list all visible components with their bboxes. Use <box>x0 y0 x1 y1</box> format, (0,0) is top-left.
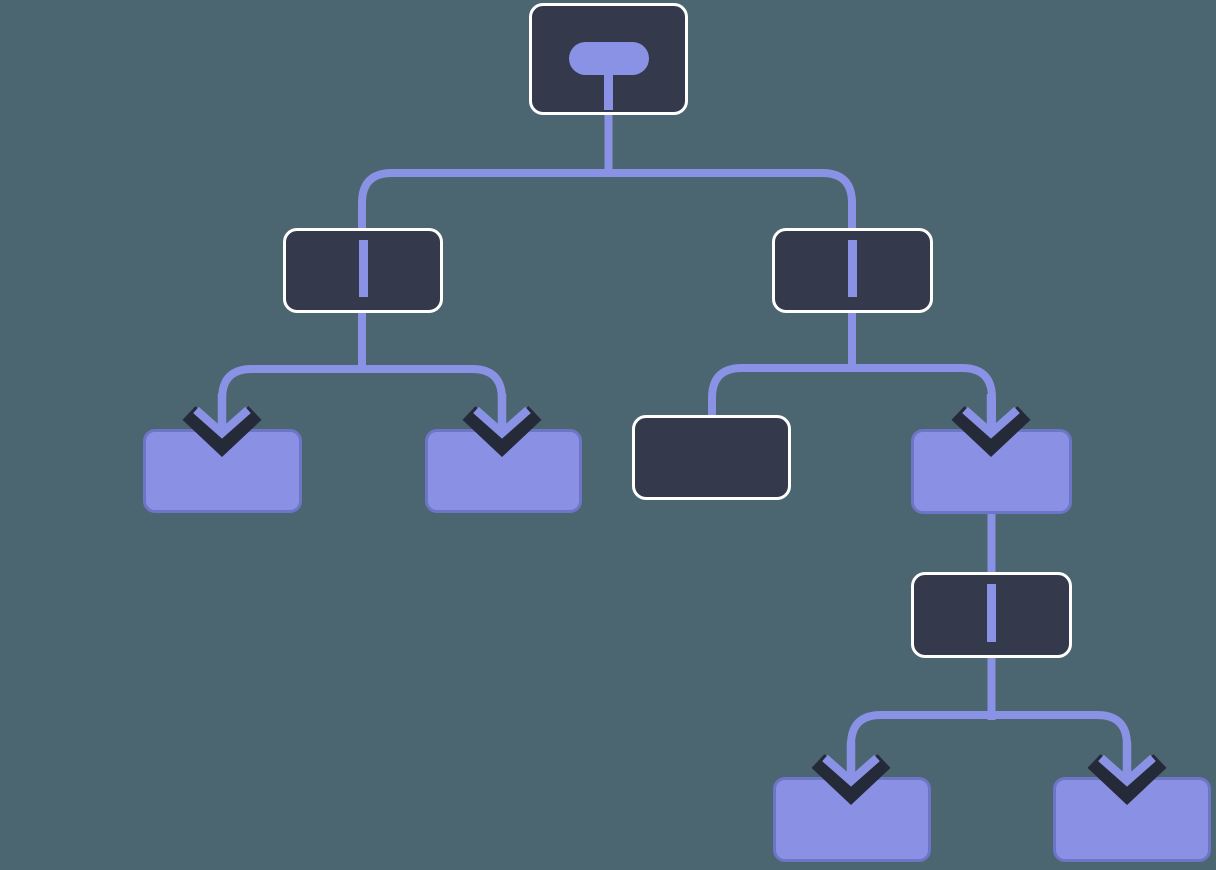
vertical-line-icon <box>987 584 996 642</box>
chevron-arrow-icon <box>182 394 262 458</box>
pill-stem-icon <box>604 66 613 110</box>
vertical-line-icon <box>848 240 857 297</box>
chevron-arrow-icon <box>1087 742 1167 806</box>
chevron-arrow-icon <box>811 742 891 806</box>
connector-level1-tee <box>358 169 856 235</box>
connector-left-tee <box>218 365 506 432</box>
chevron-arrow-icon <box>951 394 1031 458</box>
connector-lower-tee <box>847 711 1131 780</box>
branch-lower-node[interactable] <box>911 572 1072 658</box>
branch-right-node[interactable] <box>772 228 933 313</box>
chevron-arrow-icon <box>462 394 542 458</box>
branch-left-node[interactable] <box>283 228 443 313</box>
root-node[interactable] <box>529 3 688 115</box>
connector-right-tee <box>708 364 996 430</box>
mid-dark-node[interactable] <box>632 415 791 500</box>
vertical-line-icon <box>358 240 368 297</box>
